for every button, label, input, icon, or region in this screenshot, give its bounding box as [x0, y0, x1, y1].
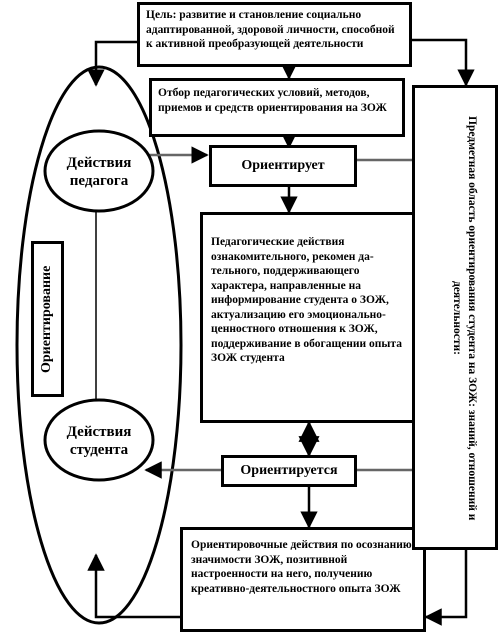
selection-text: Отбор педагогических условий, методов, п…: [158, 87, 387, 114]
bottom-left-arrow: [87, 553, 180, 619]
subject-area-text: Предметная область ориентирования студен…: [451, 115, 478, 521]
orientation-actions-text: Ориентировочные действия по осознанию зн…: [191, 539, 412, 595]
goal-text: Цель: развитие и становление социально а…: [146, 9, 395, 50]
orienting-box: Ориентирование: [31, 241, 64, 397]
subject-area-box: Предметная область ориентирования студен…: [412, 85, 498, 550]
orientation-actions-box: Ориентировочные действия по осознанию зн…: [180, 527, 426, 632]
goal-box: Цель: развитие и становление социально а…: [137, 2, 412, 67]
orients-self-text: Ориентируется: [240, 462, 338, 478]
goal-left-arrow: [87, 40, 137, 87]
student-ellipse: [43, 398, 155, 482]
student-actions-label: Действия студента: [66, 424, 132, 458]
bottom-right-arrow: [424, 550, 468, 626]
orients-box: Ориентирует: [209, 145, 357, 187]
big-ellipse: [15, 65, 183, 625]
teacher-ellipse: [43, 129, 155, 213]
orients-text: Ориентирует: [241, 157, 325, 173]
orienting-text: Ориентирование: [39, 265, 54, 373]
teacher-actions-label: Действия педагога: [66, 155, 132, 189]
orients-self-box: Ориентируется: [221, 455, 357, 487]
pedagogical-actions-box: Педагогические действия ознакомительного…: [200, 212, 415, 423]
pedagogical-actions-text: Педагогические действия ознакомительного…: [211, 236, 402, 364]
selection-box: Отбор педагогических условий, методов, п…: [149, 78, 405, 137]
goal-right-arrow: [412, 38, 475, 87]
